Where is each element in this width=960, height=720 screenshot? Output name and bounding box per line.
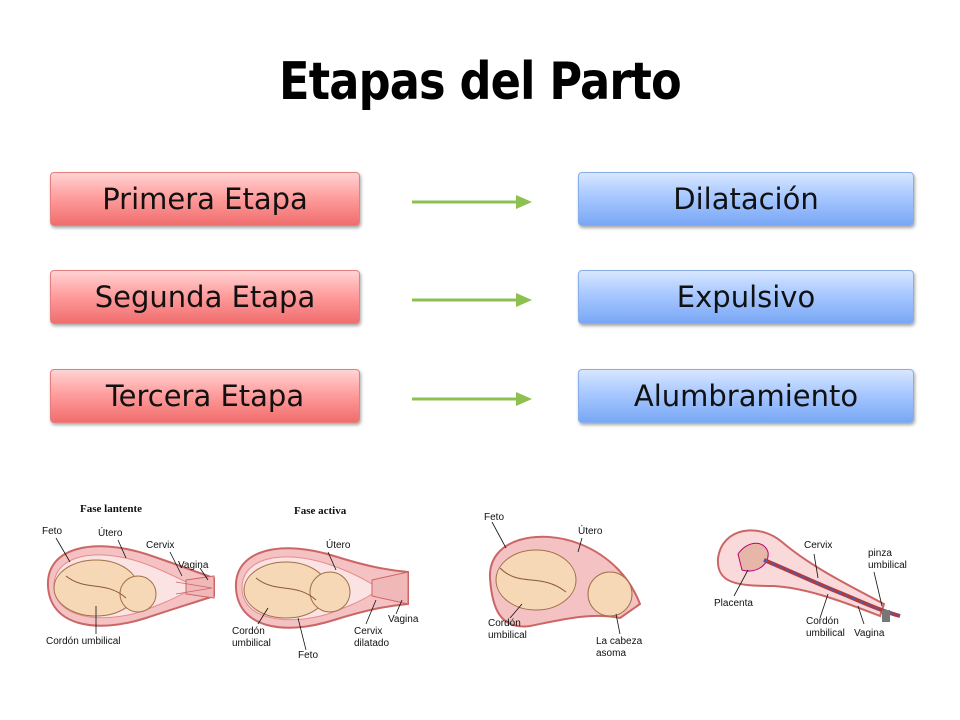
label-cervix: Cervix bbox=[804, 540, 832, 551]
stage-box-2: Segunda Etapa bbox=[50, 270, 360, 324]
label-umbilical: umbilical bbox=[488, 630, 527, 641]
label-feto: Feto bbox=[484, 512, 504, 523]
stage-box-3: Tercera Etapa bbox=[50, 369, 360, 423]
label-cordon: Cordón bbox=[488, 618, 521, 629]
label-pinza-umbilical: umbilical bbox=[868, 560, 907, 571]
arrow-icon-3 bbox=[412, 392, 532, 406]
label-feto: Feto bbox=[42, 526, 62, 537]
label-asoma: asoma bbox=[596, 648, 626, 659]
stage-name-box-1: Dilatación bbox=[578, 172, 914, 226]
label-cordon-umbilical: Cordón umbilical bbox=[46, 636, 120, 647]
label-fase-latente: Fase lantente bbox=[80, 503, 142, 515]
label-utero: Útero bbox=[578, 524, 603, 537]
label-umbilical: umbilical bbox=[232, 638, 271, 649]
stage-name-box-3: Alumbramiento bbox=[578, 369, 914, 423]
stage-name-box-2: Expulsivo bbox=[578, 270, 914, 324]
arrow-icon-1 bbox=[412, 195, 532, 209]
label-placenta: Placenta bbox=[714, 598, 753, 609]
label-fase-activa: Fase activa bbox=[294, 505, 347, 517]
label-cervix-2: Cervix bbox=[354, 626, 382, 637]
label-cabeza: La cabeza bbox=[596, 636, 643, 647]
label-dilatado: dilatado bbox=[354, 638, 389, 649]
expulsion-illustration: Feto Útero Cordón umbilical La cabeza as… bbox=[470, 508, 656, 664]
afterbirth-illustration: Cervix pinza umbilical Placenta Cordón u… bbox=[708, 514, 916, 662]
dilatation-illustration: Fase lantente Feto Útero Cervix Vagina C… bbox=[36, 496, 436, 660]
label-utero: Útero bbox=[98, 526, 123, 539]
arrow-icon-2 bbox=[412, 293, 532, 307]
label-feto-2: Feto bbox=[298, 650, 318, 660]
label-cervix: Cervix bbox=[146, 540, 174, 551]
page-title: Etapas del Parto bbox=[279, 52, 682, 112]
stage-box-1: Primera Etapa bbox=[50, 172, 360, 226]
label-utero-2: Útero bbox=[326, 538, 351, 551]
clamp-shape bbox=[882, 610, 890, 622]
label-pinza: pinza bbox=[868, 548, 892, 559]
label-vagina-2: Vagina bbox=[388, 614, 419, 625]
label-cordon: Cordón bbox=[232, 626, 265, 637]
label-umbilical: umbilical bbox=[806, 628, 845, 639]
label-vagina: Vagina bbox=[854, 628, 885, 639]
label-cordon: Cordón bbox=[806, 616, 839, 627]
label-vagina: Vagina bbox=[178, 560, 209, 571]
placenta-shape bbox=[737, 542, 769, 572]
